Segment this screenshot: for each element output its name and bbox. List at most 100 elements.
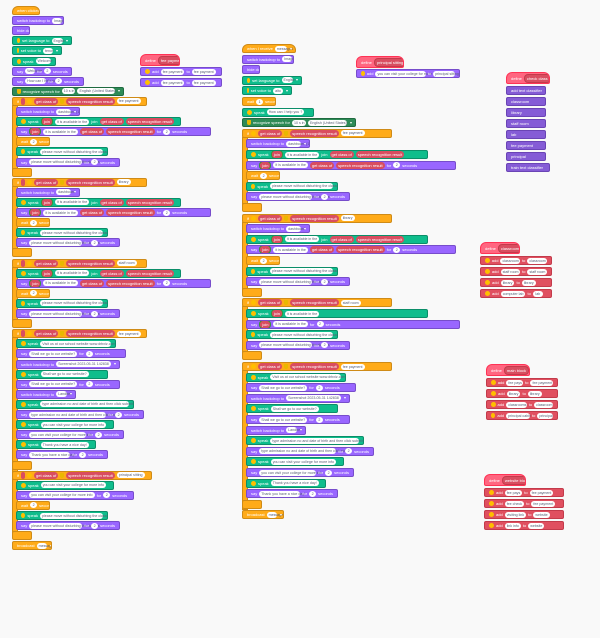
block-label[interactable]: type admission no and date of birth and … (270, 437, 363, 444)
block-label[interactable]: 2 (30, 290, 38, 297)
block-label[interactable]: message1 (266, 511, 284, 518)
block-label[interactable]: please move without disturbing the class… (259, 278, 330, 285)
block-label[interactable]: it is available in the (284, 310, 320, 317)
block-label[interactable]: 2 (321, 342, 329, 349)
chevron-down-icon[interactable] (304, 142, 306, 145)
block-label[interactable]: 2 (91, 522, 99, 529)
block-label[interactable]: alto (273, 87, 283, 94)
block-label[interactable]: type admission no and date of birth and … (259, 448, 352, 455)
if-block-end[interactable] (242, 203, 262, 212)
if-block-end[interactable] (242, 499, 262, 509)
list-item-block[interactable]: principal (506, 152, 546, 161)
block-label[interactable]: please move without disturbing the class… (270, 183, 338, 190)
block-label[interactable]: 2 (163, 280, 171, 287)
block-label[interactable]: staff room (116, 260, 137, 266)
block-label[interactable]: fee payment (529, 489, 554, 496)
block-label[interactable]: English (51, 37, 66, 44)
block-label[interactable]: fee payment (191, 79, 216, 86)
if-block-end[interactable] (12, 319, 32, 329)
block-label[interactable]: Shall we go to our website? (40, 371, 89, 378)
block-label[interactable]: Shall we go to our website? (270, 405, 319, 412)
block-label[interactable]: it is available in the (43, 209, 78, 216)
chevron-down-icon[interactable] (304, 227, 306, 230)
block-label[interactable]: 2 (393, 162, 401, 169)
chevron-down-icon[interactable] (300, 429, 302, 432)
block-label[interactable]: it is available in the (284, 151, 320, 158)
wait-block[interactable]: wait2seconds (16, 137, 50, 147)
block-label[interactable]: 2 (103, 492, 111, 499)
block-label[interactable]: you can visit your college for more info (40, 482, 107, 489)
chevron-down-icon[interactable] (74, 110, 76, 113)
block-label[interactable]: please move without disturbing the class… (270, 268, 338, 275)
block-label[interactable]: fee payment (160, 68, 185, 75)
block-label[interactable]: you can visit your college for more info (29, 492, 95, 499)
block-label[interactable]: 2 (315, 384, 323, 391)
block-label[interactable]: Thank you have a nice day! (29, 451, 76, 458)
block-label[interactable]: Screenshot 2023-05-31 142838 (56, 361, 111, 367)
wait-block[interactable]: wait2seconds (16, 288, 50, 298)
block-label[interactable]: visiting link (504, 511, 527, 518)
block-label[interactable]: type admission no and date of birth and … (29, 411, 122, 418)
block-label[interactable]: Landbeli (286, 427, 302, 434)
block-label[interactable]: it is available in the (273, 162, 308, 169)
block-label[interactable]: classroom (500, 257, 521, 264)
if-block-end[interactable] (12, 248, 32, 258)
block-label[interactable]: 2 (85, 381, 93, 388)
block-label[interactable]: Visit us at our school website www.drbxi… (40, 340, 116, 347)
chevron-down-icon[interactable] (343, 397, 346, 400)
block-label[interactable]: please move without disturbing the class… (40, 229, 108, 236)
block-label[interactable]: fee payment (191, 68, 216, 75)
block-label[interactable]: Thank you have a nice day! (259, 490, 306, 497)
block-label[interactable]: it is available in the (43, 128, 78, 135)
list-item-block[interactable]: add text classifier (506, 86, 546, 95)
block-label[interactable]: 2 (393, 246, 401, 253)
block-label[interactable]: computer lab (500, 290, 526, 297)
wait-block[interactable]: wait1seconds (242, 97, 276, 106)
block-label[interactable]: principal sitting (433, 70, 459, 77)
chevron-down-icon[interactable] (70, 393, 72, 396)
block-label[interactable]: please move without disturbing the class… (259, 193, 330, 200)
chevron-down-icon[interactable] (56, 49, 58, 52)
block-label[interactable]: 2 (325, 469, 333, 476)
block-label[interactable]: library (116, 179, 131, 186)
block-label[interactable]: 10 s in (291, 119, 307, 126)
block-label[interactable]: 2 (91, 310, 99, 317)
block-label[interactable]: principal (537, 412, 553, 419)
block-label[interactable]: library (506, 390, 521, 397)
block-label[interactable]: dashboard (286, 225, 306, 232)
block-label[interactable]: it is available in the (284, 236, 320, 243)
block-label[interactable]: please move without disturbing the class… (270, 331, 338, 338)
block-label[interactable]: Screenshot 2023-05-31 142838 (286, 395, 341, 402)
block-label[interactable]: English (United States) (77, 88, 117, 95)
